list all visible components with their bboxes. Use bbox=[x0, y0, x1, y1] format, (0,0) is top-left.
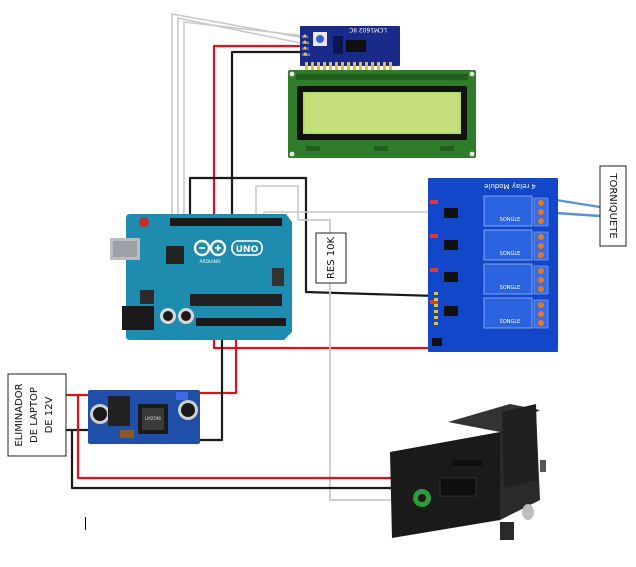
torniquete-label: TORNIQUETE bbox=[599, 165, 627, 247]
wire-relay-gnd-black bbox=[188, 176, 437, 298]
wire-sda-gray bbox=[177, 17, 306, 218]
resistor-text: RES 10K bbox=[326, 237, 337, 280]
arduino-uno-board: UNO ARDUINO bbox=[110, 214, 292, 340]
wire-relay-signal-gray bbox=[255, 185, 299, 220]
lcd-bottom-pads bbox=[306, 146, 454, 151]
arduino-logo bbox=[193, 239, 227, 257]
lcd-i2c-module: LCM1602 IIC GND VCC SDA SCL bbox=[300, 26, 400, 72]
wire-buck-out-red bbox=[198, 330, 238, 395]
arduino-brand-text: ARDUINO bbox=[199, 259, 221, 265]
eliminador-line-3: DE 12V bbox=[44, 396, 55, 433]
relay-3-brand: SONGLE bbox=[500, 285, 521, 291]
wire-coin-black bbox=[70, 430, 405, 490]
resistor-label: RES 10K bbox=[315, 232, 347, 284]
wire-buck-out-black bbox=[198, 330, 224, 442]
relay-4-brand: SONGLE bbox=[500, 319, 521, 325]
buck-chip-text: LM2596 bbox=[145, 416, 161, 421]
arduino-board-text: UNO bbox=[236, 245, 259, 255]
relay-channel-3: SONGLE bbox=[430, 263, 549, 295]
lcd-display bbox=[288, 70, 476, 158]
lcd-i2c-board-text: LCM1602 IIC bbox=[349, 26, 387, 33]
wire-lcd-vcc-red bbox=[212, 44, 430, 350]
torniquete-text: TORNIQUETE bbox=[607, 172, 618, 238]
eliminador-line-2: DE LAPTOP bbox=[29, 387, 40, 443]
wire-resistor-gray bbox=[298, 219, 405, 501]
relay-module-title: 4 relay Module bbox=[484, 182, 536, 190]
arduino-atmega-chip bbox=[190, 294, 282, 306]
lcd-i2c-header-pins bbox=[305, 62, 392, 72]
wire-torniquete-blue-2 bbox=[555, 211, 601, 218]
buck-converter: LM2596 bbox=[88, 390, 200, 444]
text-cursor bbox=[85, 517, 86, 530]
eliminador-line-1: ELIMINADOR bbox=[14, 383, 25, 446]
wires bbox=[66, 13, 601, 501]
relay-2-brand: SONGLE bbox=[500, 251, 521, 257]
relay-channel-4: SONGLE bbox=[430, 297, 549, 329]
arduino-digital-header bbox=[170, 218, 282, 226]
eliminador-label: ELIMINADOR DE LAPTOP DE 12V bbox=[7, 373, 67, 457]
lcd-pin-gnd: GND bbox=[302, 53, 310, 57]
coin-acceptor bbox=[390, 404, 546, 540]
arduino-power-analog-header bbox=[196, 318, 286, 326]
wire-coin-red bbox=[76, 395, 405, 480]
relay-channel-2: SONGLE bbox=[430, 229, 549, 261]
wire-torniquete-blue-1 bbox=[555, 198, 601, 209]
relay-input-pins bbox=[434, 292, 438, 325]
relay-module: 4 relay Module SONGLE SONGLE SONGLE bbox=[428, 178, 558, 352]
lcd-i2c-pin-dots bbox=[303, 34, 307, 56]
wire-i2c-gray-3 bbox=[183, 21, 306, 220]
wire-scl-gray bbox=[171, 13, 306, 218]
relay-1-brand: SONGLE bbox=[500, 217, 521, 223]
relay-channel-1: SONGLE bbox=[430, 195, 549, 227]
